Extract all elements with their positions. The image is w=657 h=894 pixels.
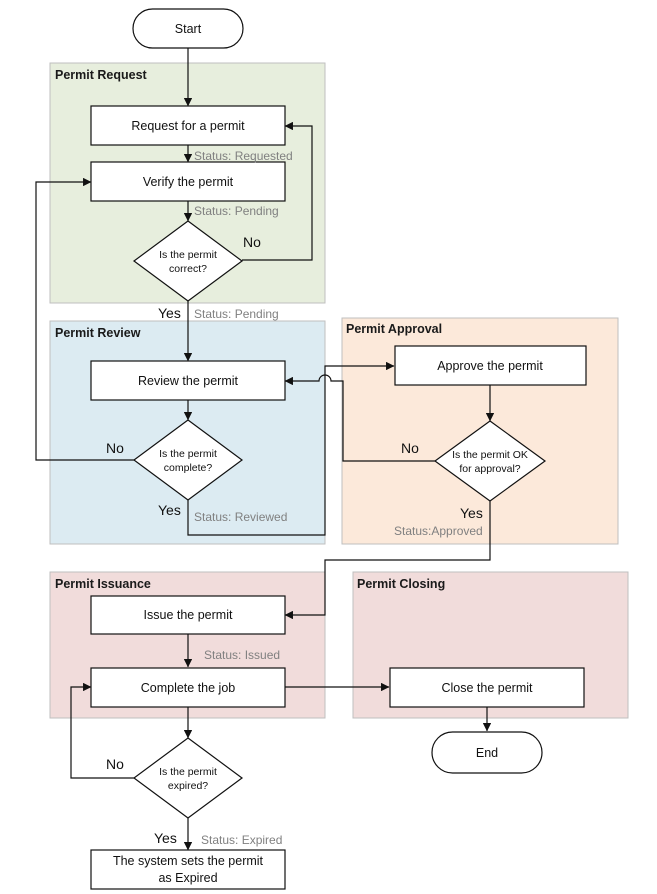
lane-title-issuance: Permit Issuance xyxy=(55,577,151,591)
decision-complete-diamond xyxy=(132,419,244,501)
decision-complete-line1: Is the permit xyxy=(159,448,217,460)
label-yes-correct: Yes xyxy=(158,305,181,321)
review-permit-label: Review the permit xyxy=(138,374,239,388)
decision-complete-line2: complete? xyxy=(164,462,213,474)
decision-ok-diamond xyxy=(433,420,547,502)
decision-correct-line1: Is the permit xyxy=(159,249,217,261)
request-permit-box xyxy=(90,105,286,146)
decision-correct-diamond xyxy=(132,220,244,302)
issue-permit-label: Issue the permit xyxy=(144,608,233,622)
status-pending-verify: Status: Pending xyxy=(194,204,279,218)
status-expired: Status: Expired xyxy=(201,833,282,847)
decision-expired-line1: Is the permit xyxy=(159,766,217,778)
verify-permit-box xyxy=(90,161,286,202)
label-yes-expired: Yes xyxy=(154,830,177,846)
decision-ok-line1: Is the permit OK xyxy=(452,449,528,461)
verify-permit-label: Verify the permit xyxy=(143,175,234,189)
status-issued: Status: Issued xyxy=(204,648,280,662)
arrow-expired-no-loop xyxy=(70,682,135,779)
decision-correct-line2: correct? xyxy=(169,263,207,275)
end-terminator xyxy=(431,731,543,774)
approve-permit-box xyxy=(394,345,587,386)
status-approved: Status:Approved xyxy=(394,524,483,538)
arrow-complete-yes-to-approve xyxy=(187,361,395,536)
label-yes-complete: Yes xyxy=(158,502,181,518)
close-permit-label: Close the permit xyxy=(441,681,533,695)
close-permit-box xyxy=(389,667,585,708)
lane-title-closing: Permit Closing xyxy=(357,577,445,591)
lane-title-request: Permit Request xyxy=(55,68,148,82)
decision-ok-line2: for approval? xyxy=(459,463,520,475)
complete-job-label: Complete the job xyxy=(141,681,236,695)
label-no-complete: No xyxy=(106,440,124,456)
connectors xyxy=(35,48,495,851)
decision-expired-diamond xyxy=(132,737,244,819)
label-no-ok: No xyxy=(401,440,419,456)
decision-expired-line2: expired? xyxy=(168,780,208,792)
arrow-ok-yes-to-issue xyxy=(284,501,491,620)
lane-title-approval: Permit Approval xyxy=(346,322,442,336)
arrow-correct-no-loop xyxy=(242,121,313,261)
set-expired-label-line1: The system sets the permit xyxy=(113,854,264,868)
approve-permit-label: Approve the permit xyxy=(437,359,543,373)
status-pending-review: Status: Pending xyxy=(194,307,279,321)
label-yes-ok: Yes xyxy=(460,505,483,521)
start-label: Start xyxy=(175,22,202,36)
set-expired-label-line2: as Expired xyxy=(158,871,217,885)
arrow-ok-no-loop xyxy=(284,374,435,462)
set-expired-box xyxy=(90,849,286,890)
issue-permit-box xyxy=(90,595,286,635)
end-label: End xyxy=(476,746,498,760)
review-permit-box xyxy=(90,360,286,401)
status-reviewed: Status: Reviewed xyxy=(194,510,287,524)
arrow-complete-no-loop xyxy=(35,177,135,461)
status-requested: Status: Requested xyxy=(194,149,293,163)
label-no-expired: No xyxy=(106,756,124,772)
start-terminator xyxy=(132,8,244,49)
complete-job-box xyxy=(90,667,286,708)
request-permit-label: Request for a permit xyxy=(131,119,245,133)
lane-title-review: Permit Review xyxy=(55,326,141,340)
label-no-correct: No xyxy=(243,234,261,250)
